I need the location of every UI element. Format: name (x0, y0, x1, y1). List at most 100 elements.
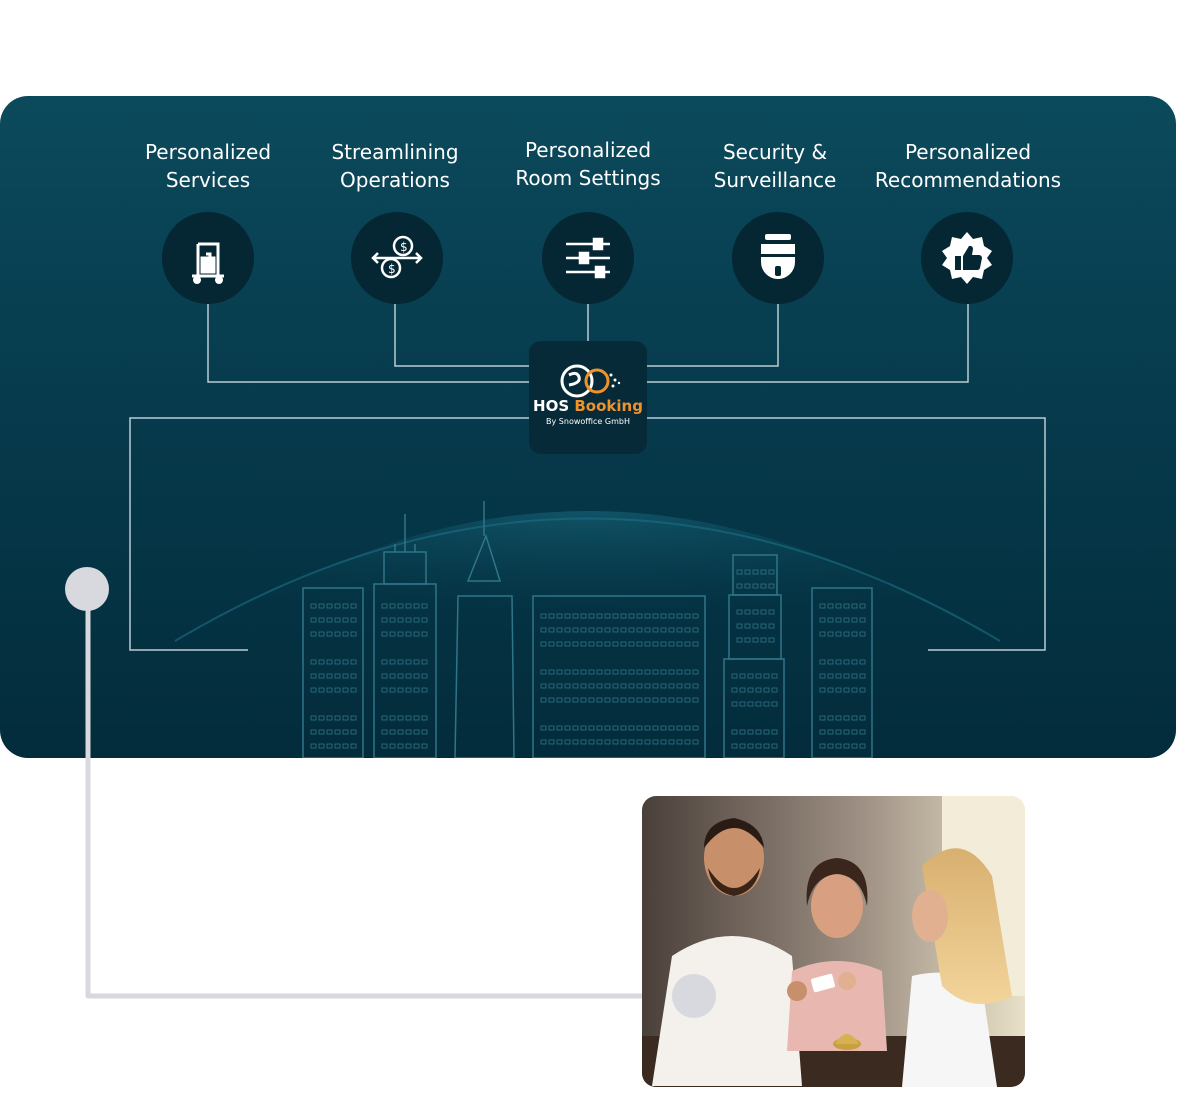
gear-dollar-icon: $ $ (351, 212, 443, 304)
building-window (827, 729, 834, 735)
building-window (755, 743, 762, 749)
building-window (843, 715, 850, 721)
building-window (752, 609, 759, 615)
building-window (827, 603, 834, 609)
building-window (731, 687, 738, 693)
building-window (859, 687, 866, 693)
building-window (747, 701, 754, 707)
building-window (851, 743, 858, 749)
line-security (647, 304, 779, 367)
sliders-icon (542, 212, 634, 304)
building-window (835, 659, 842, 665)
building-window (752, 623, 759, 629)
building-window (819, 631, 826, 637)
building-window (771, 729, 778, 735)
logo-mark-icon (560, 364, 621, 398)
building-window (768, 637, 775, 643)
building-window (827, 673, 834, 679)
building-window (859, 715, 866, 721)
luggage-cart-icon (162, 212, 254, 304)
building-window (763, 743, 770, 749)
svg-text:$: $ (400, 240, 408, 254)
building-window (771, 743, 778, 749)
building-window (755, 673, 762, 679)
building-window (755, 687, 762, 693)
building-window (851, 631, 858, 637)
building-window (843, 729, 850, 735)
building-window (760, 637, 767, 643)
building-window (835, 743, 842, 749)
building-window (843, 617, 850, 623)
feature-label-personalized-services: Personalized Services (144, 140, 272, 192)
building-window (755, 729, 762, 735)
building-window (819, 687, 826, 693)
building-window (736, 609, 743, 615)
building-window (736, 569, 743, 575)
hotel-reception-photo (642, 796, 1025, 1087)
building-window (752, 583, 759, 589)
building-window (835, 729, 842, 735)
building-window (744, 623, 751, 629)
frame-right (647, 417, 1046, 651)
building-window (760, 609, 767, 615)
building-window (851, 603, 858, 609)
building-window (768, 569, 775, 575)
svg-text:$: $ (388, 262, 396, 276)
building-window (731, 701, 738, 707)
building-window (771, 687, 778, 693)
logo-name-accent: Booking (574, 397, 643, 415)
building-window (851, 617, 858, 623)
building-window (827, 659, 834, 665)
building-window (843, 687, 850, 693)
building-window (752, 569, 759, 575)
building-window (835, 715, 842, 721)
building-window (851, 659, 858, 665)
building-window (827, 617, 834, 623)
building-window (763, 687, 770, 693)
building-window (819, 659, 826, 665)
building-window (771, 701, 778, 707)
building-window (859, 603, 866, 609)
building-window (752, 637, 759, 643)
timeline-dot-start (65, 567, 109, 611)
building-window (744, 569, 751, 575)
building-window (739, 729, 746, 735)
logo-name: HOS Booking (529, 397, 647, 415)
building-window (835, 603, 842, 609)
security-camera-icon (732, 212, 824, 304)
building-window (851, 729, 858, 735)
building-window (851, 715, 858, 721)
building-window (760, 569, 767, 575)
building-window (739, 743, 746, 749)
building-window (827, 631, 834, 637)
feature-label-room-settings: Personalized Room Settings (515, 138, 661, 190)
building-window (736, 583, 743, 589)
building-window (731, 673, 738, 679)
building-window (763, 701, 770, 707)
line-recommendations (647, 304, 969, 383)
timeline-dot-end (672, 974, 716, 1018)
building-window (768, 623, 775, 629)
building-window (819, 617, 826, 623)
building-window (835, 673, 842, 679)
building-window (851, 673, 858, 679)
building-window (859, 631, 866, 637)
building-window (763, 729, 770, 735)
building-window (819, 603, 826, 609)
building-window (768, 583, 775, 589)
building-window (827, 687, 834, 693)
building-window (835, 687, 842, 693)
building-window (835, 631, 842, 637)
building-window (827, 743, 834, 749)
building-window (755, 701, 762, 707)
building-window (771, 673, 778, 679)
building-window (859, 659, 866, 665)
diagram-panel: Personalized Services Streamlining Opera… (0, 96, 1176, 758)
building-window (859, 617, 866, 623)
feature-label-streamlining-operations: Streamlining Operations (331, 140, 459, 192)
building-window (739, 701, 746, 707)
building-window (739, 673, 746, 679)
building-window (819, 673, 826, 679)
building-window (851, 687, 858, 693)
logo-name-primary: HOS (533, 397, 570, 415)
